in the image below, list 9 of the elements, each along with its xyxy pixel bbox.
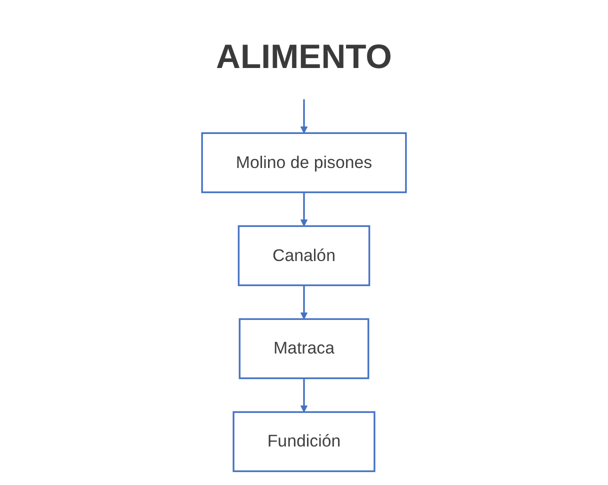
node-box: Molino de pisones	[201, 132, 407, 193]
arrow	[300, 192, 308, 226]
node-box: Canalón	[238, 224, 370, 286]
arrow	[300, 98, 308, 133]
arrow	[300, 378, 308, 412]
node-text: ALIMENTO	[216, 38, 392, 76]
node-box: Matraca	[238, 318, 370, 379]
arrow	[300, 284, 308, 319]
node-box: Fundición	[232, 410, 376, 472]
